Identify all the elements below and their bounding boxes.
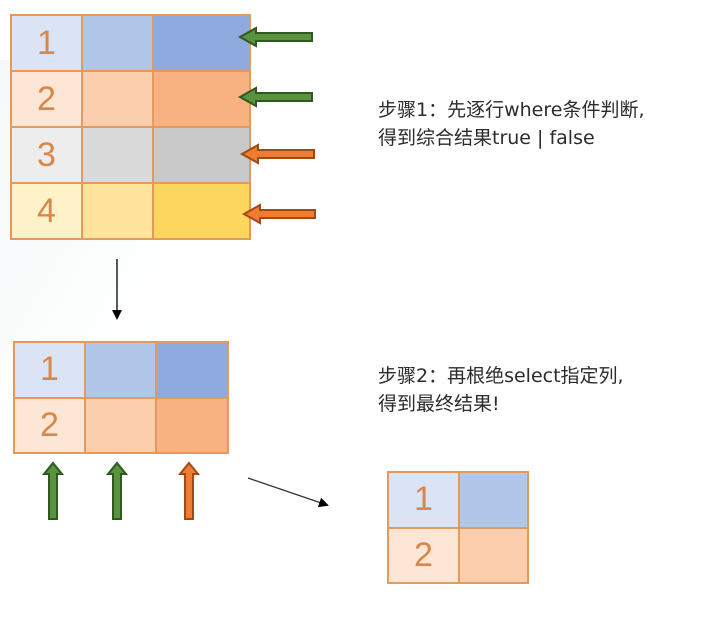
data-cell bbox=[153, 183, 250, 239]
step1-text: 步骤1：先逐行where条件判断, 得到综合结果true | false bbox=[378, 96, 644, 152]
filtered-table: 1 2 bbox=[13, 341, 229, 454]
data-cell bbox=[82, 127, 153, 183]
row-arrow-left-icon bbox=[237, 86, 313, 108]
row-label-cell: 1 bbox=[388, 472, 459, 528]
data-cell bbox=[156, 342, 228, 398]
step2-line1: 步骤2：再根绝select指定列, bbox=[378, 365, 624, 387]
flow-arrow-diagonal-icon bbox=[247, 477, 329, 508]
data-cell bbox=[459, 472, 528, 528]
row-label-cell: 2 bbox=[388, 527, 459, 583]
column-arrow-up-icon bbox=[105, 461, 129, 520]
data-cell bbox=[153, 71, 250, 127]
row-label-cell: 3 bbox=[11, 127, 82, 183]
step2-text: 步骤2：再根绝select指定列, 得到最终结果! bbox=[378, 362, 624, 418]
data-cell bbox=[156, 397, 228, 453]
data-cell bbox=[82, 15, 153, 71]
row-label-cell: 1 bbox=[11, 15, 82, 71]
column-arrow-up-icon bbox=[177, 461, 201, 520]
result-table: 1 2 bbox=[387, 471, 529, 584]
step1-line2: 得到综合结果true | false bbox=[378, 127, 595, 149]
row-arrow-left-icon bbox=[241, 203, 316, 225]
row-label-cell: 2 bbox=[14, 397, 85, 453]
row-arrow-left-icon bbox=[237, 26, 313, 48]
step1-line1: 步骤1：先逐行where条件判断, bbox=[378, 99, 645, 121]
data-cell bbox=[82, 71, 153, 127]
data-cell bbox=[459, 527, 528, 583]
row-label-cell: 2 bbox=[11, 71, 82, 127]
data-cell bbox=[85, 397, 156, 453]
column-arrow-up-icon bbox=[41, 461, 65, 520]
row-arrow-left-icon bbox=[239, 143, 315, 165]
full-table: 1 2 3 4 bbox=[10, 14, 251, 240]
row-label-cell: 1 bbox=[14, 342, 85, 398]
data-cell bbox=[82, 183, 153, 239]
step2-line2: 得到最终结果! bbox=[378, 393, 500, 415]
row-label-cell: 4 bbox=[11, 183, 82, 239]
data-cell bbox=[85, 342, 156, 398]
